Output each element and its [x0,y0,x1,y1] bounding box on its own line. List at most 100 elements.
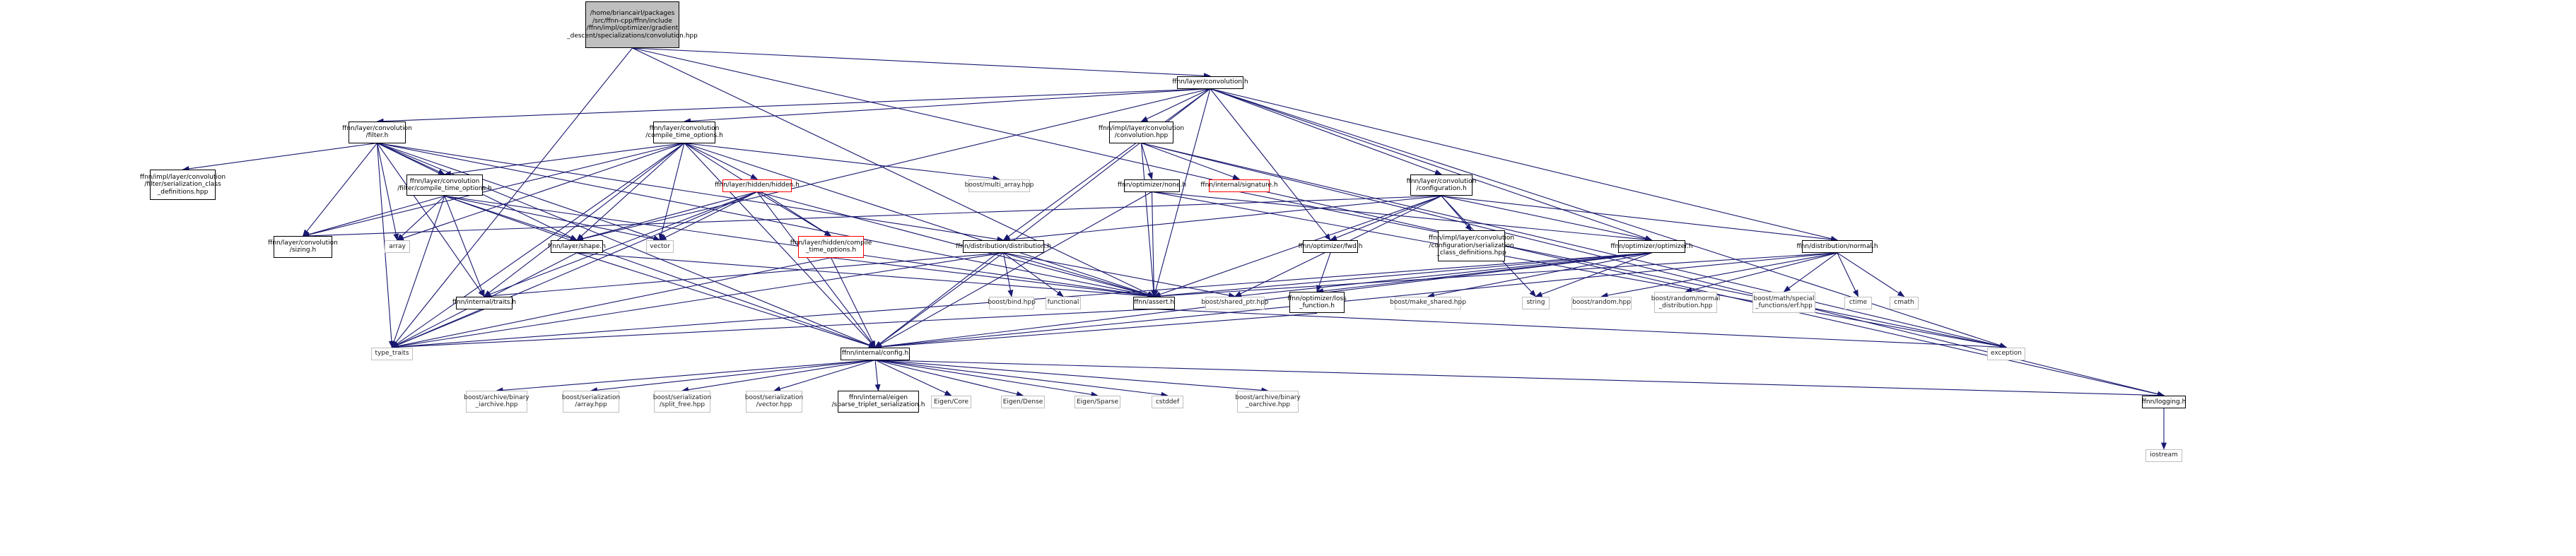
node-config_h[interactable]: ffnn/layer/convolution /configuration.h [1407,174,1476,196]
edge-normal_h-to-assert_h [1153,252,1838,300]
edge-hidden_h-to-hidden_cto_h [756,191,832,237]
node-binary_iarchive[interactable]: boost/archive/binary _iarchive.hpp [464,391,529,413]
edge-config_internal_h-to-ser_vector [773,360,876,392]
edge-filter_h-to-impl_filter_ser [182,142,377,172]
edge-config_internal_h-to-binary_oarchive [874,360,1269,394]
edge-config_internal_h-to-split_free [681,360,876,393]
node-string[interactable]: string [1522,296,1550,309]
node-root[interactable]: /home/briancairl/packages /src/ffnn-cpp/… [567,1,698,48]
node-filter_cto_h[interactable]: ffnn/layer/convolution /filter/compile_t… [397,174,492,196]
edge-conv_h-to-shape_h [576,88,1211,242]
edge-filter_h-to-sizing_h [302,143,377,237]
node-conv_h[interactable]: ffnn/layer/convolution.h [1172,76,1248,89]
edge-filter_h-to-vector [377,142,661,241]
edge-normal_h-to-ctime [1837,252,1858,297]
node-type_traits[interactable]: type_traits [371,347,413,360]
node-shape_h[interactable]: ffnn/layer/shape.h [548,239,606,253]
node-normal_dist[interactable]: boost/random/normal _distribution.hpp [1651,291,1720,314]
edge-conv_h-to-exception [1210,88,2007,348]
node-ctime[interactable]: ctime [1844,296,1872,309]
node-assert_h[interactable]: ffnn/assert.h [1133,296,1175,309]
node-cmath[interactable]: cmath [1890,296,1919,309]
node-eigen_sparse[interactable]: Eigen/Sparse [1075,395,1120,408]
edge-hidden_cto_h-to-assert_h [831,257,1155,299]
edge-impl_conv_hpp-to-exception [1141,142,2007,349]
node-sparse_triplet[interactable]: ffnn/internal/eigen /sparse_triplet_seri… [832,391,925,413]
edge-filter_h-to-traits_h [377,143,485,297]
edge-dist_h-to-functional [1003,252,1064,297]
edge-hidden_h-to-traits_h [484,191,758,297]
node-erf_hpp[interactable]: boost/math/special _functions/erf.hpp [1752,291,1815,314]
node-ser_vector[interactable]: boost/serialization /vector.hpp [745,391,803,413]
node-opt_fwd_h[interactable]: ffnn/optimizer/fwd.h [1299,239,1362,253]
node-opt_h[interactable]: ffnn/optimizer/optimizer.h [1610,239,1693,253]
node-signature_h[interactable]: ffnn/internal/signature.h [1200,179,1278,192]
node-config_internal_h[interactable]: ffnn/internal/config.h [841,347,910,360]
edge-conv_h-to-assert_h [1152,88,1211,297]
edge-hidden_cto_h-to-type_traits [391,257,831,349]
node-boost_bind[interactable]: boost/bind.hpp [988,296,1036,309]
node-shared_ptr[interactable]: boost/shared_ptr.hpp [1201,296,1269,309]
edge-config_internal_h-to-cstddef [874,360,1169,398]
edge-config_internal_h-to-eigen_sparse [874,360,1099,398]
node-traits_h[interactable]: ffnn/internal/traits.h [452,296,516,309]
edge-hidden_h-to-assert_h [756,191,1155,298]
node-sizing_h[interactable]: ffnn/layer/convolution /sizing.h [268,236,338,258]
node-ser_array[interactable]: boost/serialization /array.hpp [562,391,620,413]
edge-root-to-logging_h [632,47,2165,397]
edge-cto_h-to-type_traits [391,143,685,348]
node-multi_array[interactable]: boost/multi_array.hpp [965,179,1034,192]
edge-root-to-conv_h [632,47,1211,79]
edge-impl_conv_hpp-to-opt_none_h [1140,143,1153,180]
edge-cto_h-to-hidden_h [684,143,758,180]
node-split_free[interactable]: boost/serialization /split_free.hpp [653,391,711,413]
edge-dist_h-to-type_traits [391,252,1004,350]
edge-cto_h-to-assert_h [684,142,1155,297]
node-exception[interactable]: exception [1987,347,2025,360]
edge-shape_h-to-assert_h [576,252,1155,299]
node-make_shared[interactable]: boost/make_shared.hpp [1390,296,1466,309]
edge-opt_fwd_h-to-loss_h [1316,252,1331,292]
edge-filter_cto_h-to-traits_h [444,196,485,297]
node-eigen_core[interactable]: Eigen/Core [931,395,971,408]
node-opt_none_h[interactable]: ffnn/optimizer/none.h [1118,179,1186,192]
node-dist_h[interactable]: ffnn/distribution/distribution.h [956,239,1051,253]
edge-conv_h-to-normal_h [1210,88,1838,242]
edge-filter_cto_h-to-config_internal_h [444,195,876,348]
edge-dist_h-to-assert_h [1003,252,1155,297]
node-hidden_cto_h[interactable]: ffnn/layer/hidden/compile _time_options.… [790,236,872,258]
node-vector[interactable]: vector [646,239,674,253]
node-array[interactable]: array [385,239,410,253]
node-impl_config_ser[interactable]: ffnn/impl/layer/convolution /configurati… [1429,230,1514,261]
node-boost_random[interactable]: boost/random.hpp [1571,296,1632,309]
node-cstddef[interactable]: cstddef [1152,395,1183,408]
edge-config_h-to-sizing_h [302,195,1442,239]
node-impl_conv_hpp[interactable]: ffnn/impl/layer/convolution /convolution… [1099,121,1184,143]
edge-config_internal_h-to-binary_iarchive [496,360,876,394]
node-impl_filter_ser[interactable]: ffnn/impl/layer/convolution /filter/seri… [140,170,226,201]
node-iostream[interactable]: iostream [2145,449,2182,462]
node-binary_oarchive[interactable]: boost/archive/binary _oarchive.hpp [1235,391,1301,413]
node-filter_h[interactable]: ffnn/layer/convolution /filter.h [342,121,412,143]
node-loss_h[interactable]: ffnn/optimizer/loss _function.h [1287,291,1347,314]
node-functional[interactable]: functional [1046,296,1081,309]
edge-normal_h-to-normal_dist [1685,252,1838,293]
edge-normal_h-to-boost_random [1600,252,1838,298]
edge-assert_h-to-type_traits [391,309,1154,350]
node-cto_h[interactable]: ffnn/layer/convolution /compile_time_opt… [645,121,723,143]
edge-filter_h-to-array [376,143,399,241]
node-eigen_dense[interactable]: Eigen/Dense [1001,395,1045,408]
edge-dist_h-to-traits_h [484,252,1004,299]
node-normal_h[interactable]: ffnn/distribution/normal.h [1796,239,1878,253]
edge-normal_h-to-erf_hpp [1783,252,1838,292]
edge-signature_h-to-exception [1239,191,2007,349]
edge-opt_none_h-to-config_internal_h [874,191,1152,348]
edge-root-to-assert_h [632,47,1155,297]
edge-impl_conv_hpp-to-assert_h [1140,143,1157,297]
node-hidden_h[interactable]: ffnn/layer/hidden/hidden.h [715,179,800,192]
node-logging_h[interactable]: ffnn/logging.h [2142,395,2186,408]
edge-root-to-type_traits [391,47,633,348]
edge-filter_cto_h-to-sizing_h [302,195,445,237]
